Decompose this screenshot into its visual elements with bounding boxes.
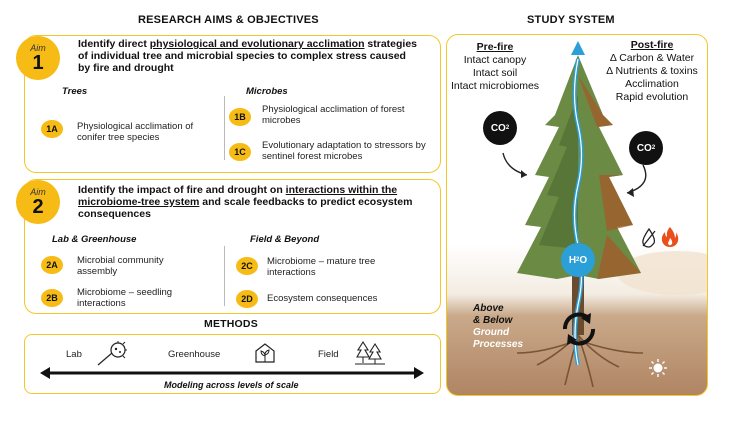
aim1-title-b: strategies of individual tree and microb… <box>78 38 418 74</box>
aim2-badge: Aim 2 <box>16 180 60 224</box>
aim1-title: Identify direct physiological and evolut… <box>78 38 418 74</box>
aim2-title-underlined: interactions within the microbiome-tree … <box>78 184 398 208</box>
microscope-icon <box>97 341 127 366</box>
item-2c: Microbiome – mature tree interactions <box>267 256 376 278</box>
ground-line-2: & Below <box>473 315 513 326</box>
aim2-word: Aim <box>30 186 46 197</box>
badge-1b: 1B <box>229 108 251 126</box>
prefire-block: Pre-fire Intact canopy Intact soil Intac… <box>447 41 545 93</box>
prefire-line-3: Intact microbiomes <box>450 80 540 92</box>
aim1-divider <box>224 96 225 160</box>
postfire-line-4: Rapid evolution <box>615 91 689 103</box>
cycle-icon <box>563 312 595 346</box>
scale-label: Modeling across levels of scale <box>164 380 299 390</box>
co2-right-text: CO <box>636 142 652 154</box>
aim2-divider <box>224 246 225 306</box>
item-1a: Physiological acclimation of conifer tre… <box>77 121 194 143</box>
co2-left-text: CO <box>490 122 506 134</box>
aim2-title-b: and scale feedbacks to predict ecosystem… <box>78 196 413 220</box>
item-2a: Microbial community assembly <box>77 255 164 277</box>
badge-2b: 2B <box>41 289 63 307</box>
postfire-line-2: Δ Nutrients & toxins <box>606 65 698 77</box>
method-lab-label: Lab <box>66 349 82 360</box>
postfire-line-3: Acclimation <box>625 78 679 90</box>
aim1-title-underlined: physiological and evolutionary acclimati… <box>149 38 365 50</box>
scale-arrow <box>40 367 424 379</box>
aim2-panel <box>24 179 441 314</box>
method-field-label: Field <box>318 349 339 360</box>
aim1-word: Aim <box>30 42 46 53</box>
methods-header: METHODS <box>204 318 258 330</box>
badge-1c: 1C <box>229 143 251 161</box>
prefire-line-2: Intact soil <box>472 67 518 79</box>
aim2-title-a: Identify the impact of fire and drought … <box>78 184 286 196</box>
aim1-microbes-heading: Microbes <box>246 86 288 97</box>
item-1c: Evolutionary adaptation to stressors by … <box>262 140 426 162</box>
aim2-title: Identify the impact of fire and drought … <box>78 184 418 220</box>
aim1-title-a: Identify direct <box>78 38 150 50</box>
aim1-number: 1 <box>32 51 44 74</box>
item-1b: Physiological acclimation of forest micr… <box>262 104 405 126</box>
badge-2c: 2C <box>236 257 258 275</box>
postfire-block: Post-fire Δ Carbon & Water Δ Nutrients &… <box>595 39 707 104</box>
ground-line-4: Processes <box>473 339 524 350</box>
prefire-line-1: Intact canopy <box>463 54 527 66</box>
ground-line-3: Ground <box>473 327 510 338</box>
aim1-trees-heading: Trees <box>62 86 88 97</box>
aim2-field-heading: Field & Beyond <box>250 234 320 245</box>
study-system-panel: Pre-fire Intact canopy Intact soil Intac… <box>446 34 708 396</box>
trees-icon <box>355 340 385 365</box>
co2-left-sub: 2 <box>505 125 510 131</box>
postfire-line-1: Δ Carbon & Water <box>609 52 695 64</box>
greenhouse-icon <box>255 343 275 363</box>
ground-processes-label: Above & Below Ground Processes <box>473 303 523 351</box>
study-system-header: STUDY SYSTEM <box>527 14 615 26</box>
aim1-badge: Aim 1 <box>16 36 60 80</box>
item-2b: Microbiome – seedling interactions <box>77 287 173 309</box>
microbe-icon <box>649 359 667 377</box>
h2o-text: H <box>568 254 577 266</box>
badge-2d: 2D <box>236 290 258 308</box>
aim2-number: 2 <box>32 195 44 218</box>
co2-right-sub: 2 <box>651 145 656 151</box>
fire-icon <box>661 227 679 247</box>
postfire-heading: Post-fire <box>630 39 674 51</box>
aims-header: RESEARCH AIMS & OBJECTIVES <box>138 14 319 26</box>
badge-1a: 1A <box>41 120 63 138</box>
aim2-lab-heading: Lab & Greenhouse <box>52 234 137 245</box>
tree-illustration <box>502 41 707 388</box>
badge-2a: 2A <box>41 256 63 274</box>
h2o-tail: O <box>579 254 588 266</box>
prefire-heading: Pre-fire <box>476 41 514 53</box>
h2o-sub: 2 <box>576 257 580 263</box>
ground-line-1: Above <box>473 303 504 314</box>
item-2d: Ecosystem consequences <box>267 293 378 304</box>
drought-drop-icon <box>642 228 656 248</box>
method-greenhouse-label: Greenhouse <box>168 349 221 360</box>
